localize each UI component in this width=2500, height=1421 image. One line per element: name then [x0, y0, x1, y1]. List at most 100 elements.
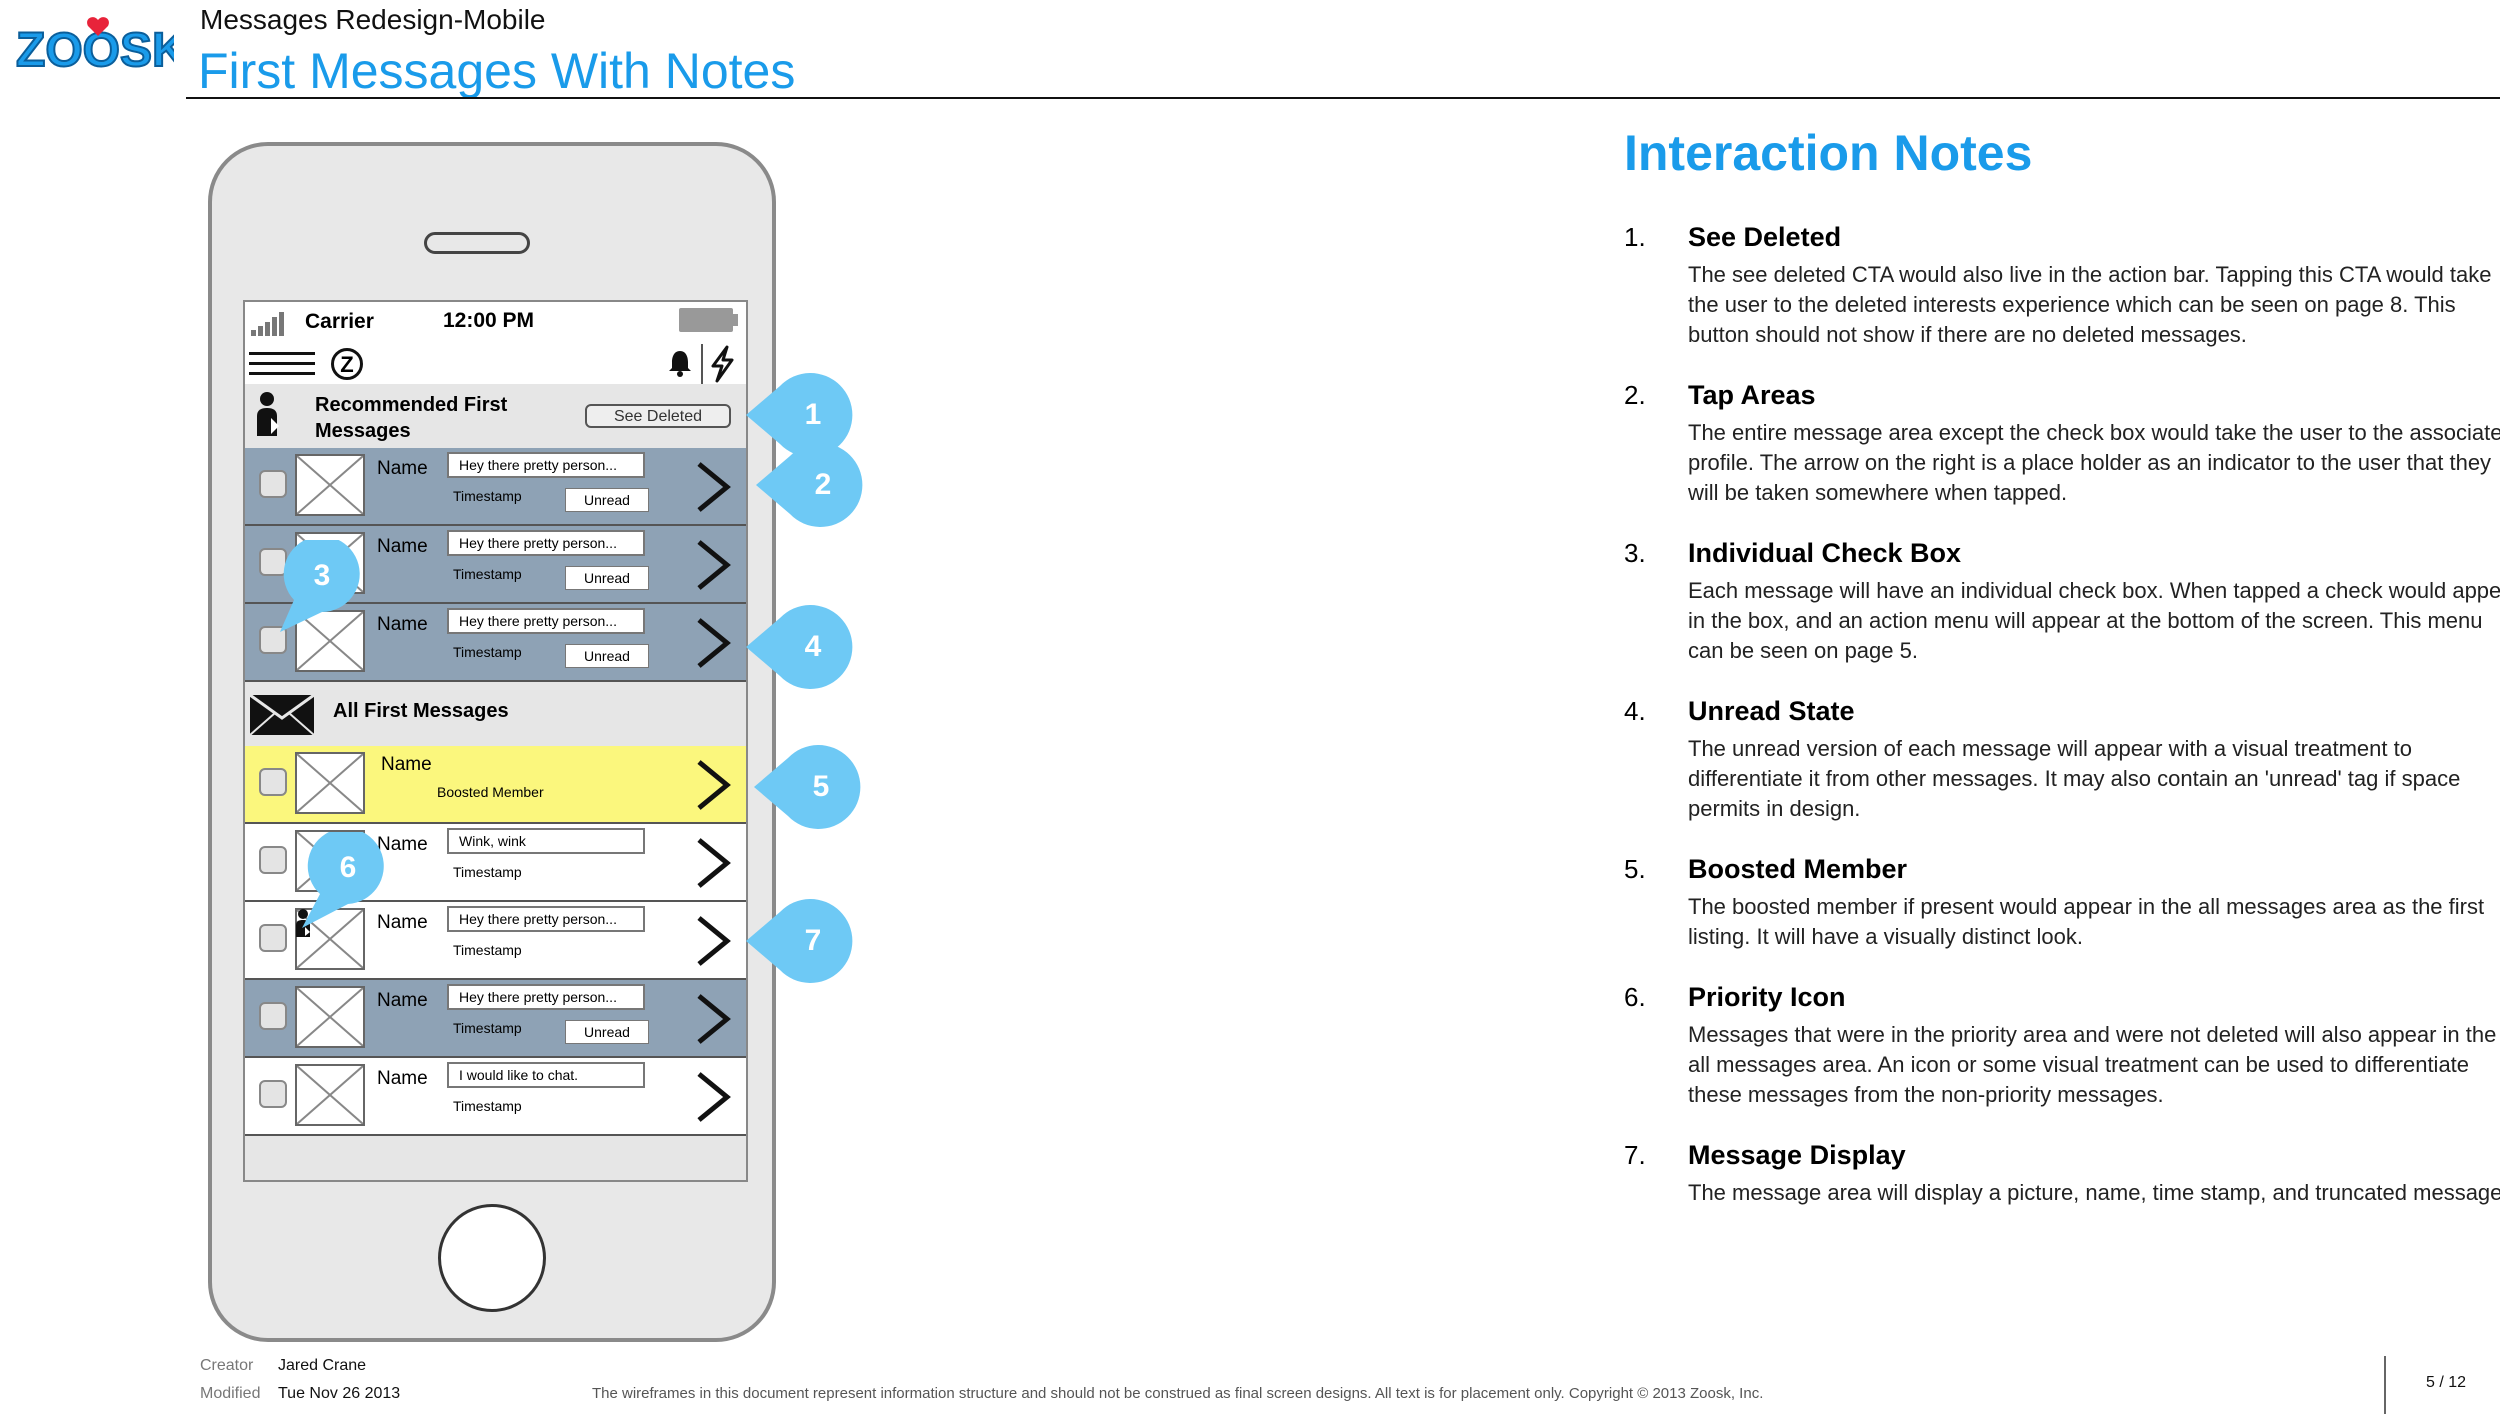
note-number: 4. — [1624, 696, 1646, 726]
chevron-right-icon[interactable] — [693, 836, 733, 890]
note-body: Each message will have an individual che… — [1688, 578, 2500, 663]
chevron-right-icon[interactable] — [693, 992, 733, 1046]
see-deleted-button[interactable]: See Deleted — [585, 404, 731, 428]
chevron-right-icon[interactable] — [693, 460, 733, 514]
disclaimer: The wireframes in this document represen… — [592, 1385, 1764, 1402]
note-number: 6. — [1624, 982, 1646, 1012]
status-time: 12:00 PM — [443, 309, 535, 332]
creator-name: Jared Crane — [278, 1357, 367, 1374]
priority-message-row[interactable]: Name Hey there pretty person... Timestam… — [245, 902, 746, 980]
action-bar: Z — [245, 344, 746, 386]
note-title: Priority Icon — [1688, 982, 1846, 1012]
boosted-member-label: Boosted Member — [437, 784, 544, 800]
message-preview: Hey there pretty person... — [447, 608, 645, 634]
note-number: 3. — [1624, 538, 1646, 568]
note-title: Message Display — [1688, 1140, 1906, 1170]
profile-photo-placeholder — [295, 908, 365, 970]
unread-tag: Unread — [565, 488, 649, 512]
callout-number: 3 — [313, 559, 331, 592]
chevron-right-icon[interactable] — [693, 1070, 733, 1124]
message-checkbox[interactable] — [259, 1080, 287, 1108]
message-preview: Hey there pretty person... — [447, 984, 645, 1010]
message-timestamp: Timestamp — [453, 644, 522, 660]
message-checkbox[interactable] — [259, 1002, 287, 1030]
project-name: Messages Redesign-Mobile — [200, 4, 546, 35]
chevron-right-icon[interactable] — [693, 538, 733, 592]
message-timestamp: Timestamp — [453, 864, 522, 880]
callout-number: 4 — [804, 630, 822, 663]
page-title: First Messages With Notes — [198, 43, 796, 99]
note-title: Individual Check Box — [1688, 538, 1962, 568]
message-checkbox[interactable] — [259, 548, 287, 576]
message-preview: Wink, wink — [447, 828, 645, 854]
message-name: Name — [381, 754, 432, 775]
note-title: See Deleted — [1688, 222, 1842, 252]
callout-7: 7 — [746, 898, 856, 1008]
profile-photo-placeholder — [295, 986, 365, 1048]
status-bar: Carrier 12:00 PM — [245, 302, 746, 346]
message-name: Name — [377, 614, 428, 635]
boosted-message-row[interactable]: Name Boosted Member — [245, 746, 746, 824]
footer-divider — [2384, 1356, 2386, 1414]
message-preview: Hey there pretty person... — [447, 452, 645, 478]
message-checkbox[interactable] — [259, 924, 287, 952]
header-divider — [186, 97, 2500, 99]
note-body: Messages that were in the priority area … — [1688, 1022, 2497, 1107]
note-number: 7. — [1624, 1140, 1646, 1170]
envelope-icon — [249, 693, 315, 741]
message-checkbox[interactable] — [259, 768, 287, 796]
callout-3: 3 — [270, 536, 380, 650]
recommended-section-title: Recommended First Messages — [315, 394, 508, 442]
message-name: Name — [377, 990, 428, 1011]
callout-number: 1 — [804, 398, 822, 431]
message-checkbox[interactable] — [259, 846, 287, 874]
message-name: Name — [377, 458, 428, 479]
note-number: 1. — [1624, 222, 1646, 252]
note-title: Boosted Member — [1688, 854, 1908, 884]
note-body: The see deleted CTA would also live in t… — [1688, 262, 2492, 347]
message-timestamp: Timestamp — [453, 488, 522, 504]
message-timestamp: Timestamp — [453, 1098, 522, 1114]
unread-tag: Unread — [565, 1020, 649, 1044]
all-messages-section-title: All First Messages — [333, 700, 509, 722]
callout-4: 4 — [746, 604, 856, 714]
message-preview: Hey there pretty person... — [447, 906, 645, 932]
bell-icon[interactable] — [665, 348, 695, 378]
note-body: The message area will display a picture,… — [1688, 1180, 2500, 1205]
note-body: The boosted member if present would appe… — [1688, 894, 2485, 949]
phone-home-button[interactable] — [438, 1204, 546, 1312]
battery-icon — [679, 308, 733, 332]
profile-photo-placeholder — [295, 610, 365, 672]
message-row[interactable]: Name Hey there pretty person... Timestam… — [245, 604, 746, 682]
phone-screen: Carrier 12:00 PM Z Recommended First Mes… — [243, 300, 748, 1182]
message-checkbox[interactable] — [259, 470, 287, 498]
message-row[interactable]: Name I would like to chat. Timestamp — [245, 1058, 746, 1136]
message-row[interactable]: Name Hey there pretty person... Timestam… — [245, 980, 746, 1058]
chevron-right-icon[interactable] — [693, 616, 733, 670]
person-icon — [255, 390, 281, 443]
message-checkbox[interactable] — [259, 626, 287, 654]
profile-photo-placeholder — [295, 454, 365, 516]
notes-title: Interaction Notes — [1624, 125, 2033, 181]
zoosk-logo: ZOOSK — [14, 16, 188, 78]
message-preview: I would like to chat. — [447, 1062, 645, 1088]
recommended-section-header: Recommended First Messages See Deleted — [245, 384, 746, 450]
phone-speaker — [424, 232, 530, 254]
note-title: Unread State — [1688, 696, 1855, 726]
chevron-right-icon[interactable] — [693, 758, 733, 812]
note-number: 2. — [1624, 380, 1646, 410]
hamburger-menu-icon[interactable] — [245, 344, 317, 384]
message-timestamp: Timestamp — [453, 566, 522, 582]
message-name: Name — [377, 536, 428, 557]
zoosk-z-icon[interactable]: Z — [331, 348, 363, 380]
chevron-right-icon[interactable] — [693, 914, 733, 968]
callout-number: 5 — [812, 770, 830, 803]
message-timestamp: Timestamp — [453, 942, 522, 958]
battery-tip — [733, 314, 738, 326]
callout-6: 6 — [296, 828, 406, 942]
modified-date: Tue Nov 26 2013 — [278, 1385, 401, 1402]
lightning-bolt-icon[interactable] — [701, 344, 741, 384]
creator-label: Creator — [200, 1357, 254, 1374]
message-row[interactable]: Name Hey there pretty person... Timestam… — [245, 448, 746, 526]
message-name: Name — [377, 1068, 428, 1089]
